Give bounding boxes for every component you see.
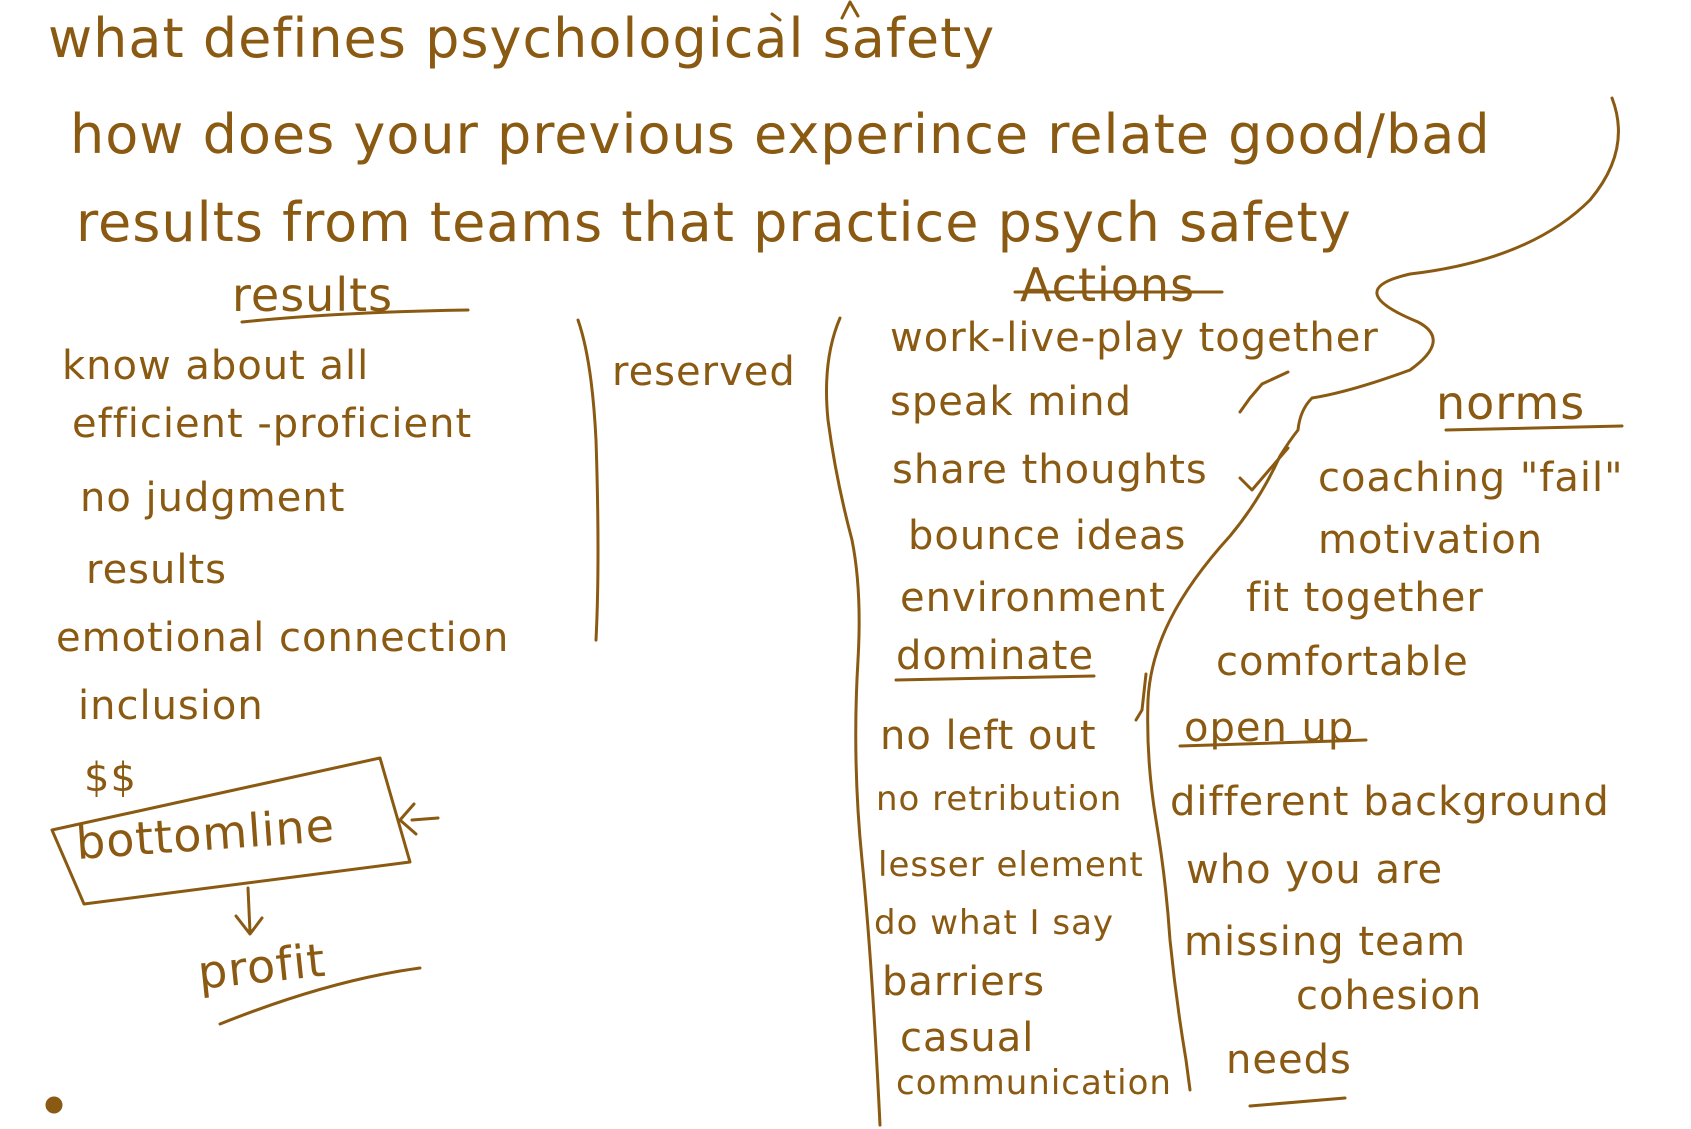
norms-item: missing team [1184,919,1467,965]
norms-item: fit together [1246,575,1484,621]
actions-item: environment [900,575,1166,621]
results-item: efficient -proficient [72,401,473,447]
results-item: no judgment [80,475,346,521]
actions-item: communication [896,1063,1172,1103]
norms-divider [1146,96,1620,1092]
results-item: results [86,547,228,593]
actions-item: casual [900,1015,1035,1061]
box-arrow [398,802,440,836]
results-heading: results [232,268,394,322]
ink-dot [45,1096,63,1114]
norms-item: cohesion [1296,973,1483,1019]
actions-item: work-live-play together [890,315,1379,361]
check-mark-2 [1238,446,1290,492]
results-item: inclusion [78,683,264,729]
norms-item: open up [1184,705,1355,751]
header-line-2: how does your previous experince relate … [70,103,1491,166]
check-mark-1 [1238,370,1290,414]
actions-item: dominate [896,633,1095,679]
norms-item: coaching "fail" [1318,455,1624,501]
actions-item: do what I say [874,903,1115,943]
insert-caret [840,0,860,20]
down-arrow [234,886,264,936]
results-item: $$ [84,755,137,801]
bottomline-box [50,756,412,906]
needs-underline [1248,1096,1347,1108]
results-item: emotional connection [56,615,510,661]
actions-heading: Actions [1020,258,1196,312]
norms-item: who you are [1186,847,1444,893]
actions-item: bounce ideas [908,513,1187,559]
actions-item: speak mind [890,379,1133,425]
norms-item: motivation [1318,517,1544,563]
actions-item: lesser element [878,845,1144,885]
norms-item: needs [1226,1037,1352,1083]
actions-item: barriers [882,959,1046,1005]
results-item: know about all [62,343,370,389]
check-mark-3 [1134,672,1148,722]
actions-item: no left out [880,713,1097,759]
profit-label: profit [195,932,329,1000]
norms-underline [1444,424,1624,432]
header-line-1: what defines psychological safety [48,7,996,70]
norms-item: different background [1170,779,1610,825]
actions-item: share thoughts [892,447,1208,493]
actions-left-border [825,316,882,1127]
dominate-underline [894,674,1096,682]
insert-mark [770,12,782,22]
results-underline [240,308,470,324]
actions-item: no retribution [876,779,1123,819]
reserved-note: reserved [612,349,796,395]
profit-underline [218,966,422,1026]
norms-item: comfortable [1216,639,1469,685]
header-line-3: results from teams that practice psych s… [76,191,1352,254]
results-divider [576,318,600,642]
norms-heading: norms [1436,376,1586,430]
open-up-underline [1178,738,1368,748]
